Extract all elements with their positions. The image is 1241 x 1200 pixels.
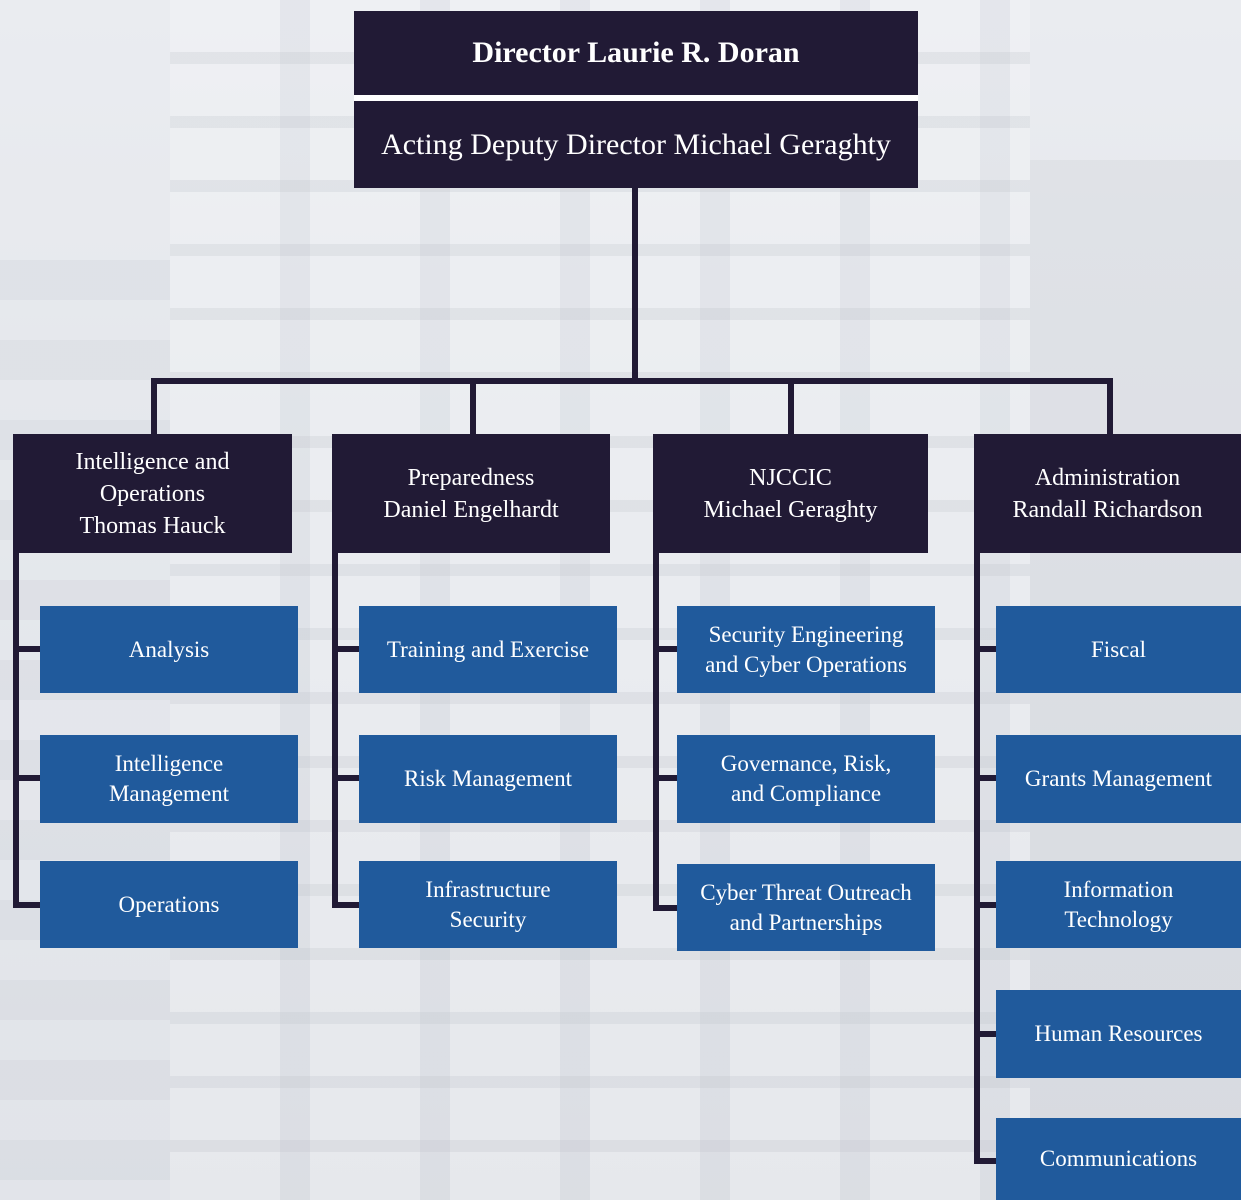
connector-trunk	[632, 188, 638, 383]
unit-analysis: Analysis	[40, 606, 298, 693]
unit-operations: Operations	[40, 861, 298, 948]
unit-fiscal: Fiscal	[996, 606, 1241, 693]
connector-dept-3	[788, 378, 794, 436]
dept-3-branch	[653, 646, 678, 652]
unit-label: Training and Exercise	[386, 636, 590, 662]
unit-grants-management: Grants Management	[996, 735, 1241, 823]
dept-4-branch	[974, 775, 997, 781]
dept-4-spine	[974, 553, 980, 1163]
header-divider	[354, 95, 918, 101]
unit-label: Intelligence Management	[108, 751, 230, 806]
dept-1-spine	[13, 553, 19, 908]
unit-risk-management: Risk Management	[359, 735, 617, 823]
unit-human-resources: Human Resources	[996, 990, 1241, 1078]
director-title: Director Laurie R. Doran	[472, 36, 800, 69]
dept-3-branch	[653, 775, 678, 781]
director-box: Director Laurie R. Doran	[354, 11, 918, 95]
unit-security-engineering: Security Engineering and Cyber Operation…	[677, 606, 935, 693]
unit-label: Information Technology	[1063, 876, 1174, 932]
dept-name: NJCCIC Michael Geraghty	[703, 464, 878, 523]
dept-3-branch	[653, 905, 678, 911]
unit-label: Risk Management	[404, 766, 572, 791]
unit-label: Analysis	[128, 636, 210, 662]
unit-label: Fiscal	[1091, 636, 1146, 662]
dept-1-branch	[13, 902, 41, 908]
dept-2-spine	[332, 553, 338, 908]
dept-2-branch	[332, 902, 360, 908]
unit-intelligence-management: Intelligence Management	[40, 735, 298, 823]
dept-administration: Administration Randall Richardson	[974, 434, 1241, 553]
dept-2-branch	[332, 646, 360, 652]
unit-communications: Communications	[996, 1118, 1241, 1200]
unit-governance-risk-compliance: Governance, Risk, and Compliance	[677, 735, 935, 823]
unit-label: Cyber Threat Outreach and Partnerships	[700, 879, 912, 935]
connector-dept-2	[470, 378, 476, 436]
dept-4-branch	[974, 1158, 997, 1164]
dept-njccic: NJCCIC Michael Geraghty	[653, 434, 928, 553]
unit-label: Infrastructure Security	[425, 876, 551, 932]
unit-label: Communications	[1039, 1146, 1198, 1171]
connector-dept-4	[1107, 378, 1113, 436]
deputy-title: Acting Deputy Director Michael Geraghty	[381, 127, 891, 161]
unit-label: Operations	[118, 891, 220, 917]
connector-dept-1	[151, 378, 157, 436]
dept-4-branch	[974, 646, 997, 652]
dept-4-branch	[974, 902, 997, 908]
unit-infrastructure-security: Infrastructure Security	[359, 861, 617, 948]
dept-name: Administration Randall Richardson	[1012, 464, 1203, 523]
dept-1-branch	[13, 646, 41, 652]
dept-name: Intelligence and Operations Thomas Hauck	[75, 448, 230, 539]
dept-4-branch	[974, 1031, 997, 1037]
dept-preparedness: Preparedness Daniel Engelhardt	[332, 434, 610, 553]
connector-horizontal	[151, 378, 1113, 384]
unit-label: Security Engineering and Cyber Operation…	[705, 621, 907, 677]
unit-cyber-threat-outreach: Cyber Threat Outreach and Partnerships	[677, 864, 935, 951]
unit-label: Grants Management	[1024, 766, 1213, 791]
dept-1-branch	[13, 775, 41, 781]
unit-training-exercise: Training and Exercise	[359, 606, 617, 693]
dept-3-spine	[653, 553, 659, 911]
dept-name: Preparedness Daniel Engelhardt	[383, 464, 559, 523]
deputy-box: Acting Deputy Director Michael Geraghty	[354, 101, 918, 188]
dept-intelligence-operations: Intelligence and Operations Thomas Hauck	[13, 434, 292, 553]
unit-label: Human Resources	[1034, 1021, 1203, 1046]
dept-2-branch	[332, 775, 360, 781]
unit-information-technology: Information Technology	[996, 861, 1241, 948]
unit-label: Governance, Risk, and Compliance	[720, 751, 892, 806]
